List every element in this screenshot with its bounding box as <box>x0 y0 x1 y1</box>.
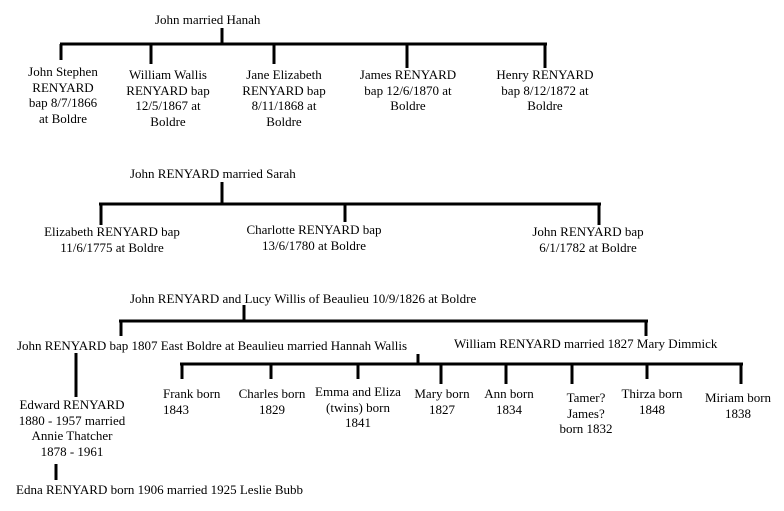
g1-child-2-line-1: William Wallis <box>129 67 207 82</box>
edward-line-4: 1878 - 1961 <box>40 443 104 459</box>
edna-renyard-label: Edna RENYARD born 1906 married 1925 Lesl… <box>16 482 304 497</box>
edward-renyard-node: Edward RENYARD 1880 - 1957 married Annie… <box>6 397 138 459</box>
wc-child-5-line-2: 1834 <box>496 401 522 417</box>
wc-child-8-line-2: 1838 <box>725 405 751 421</box>
wc-child-4: Mary born 1827 <box>409 386 475 417</box>
wc-child-1: Frank born 1843 <box>163 386 220 417</box>
wc-child-6-line-2: James? <box>567 405 605 421</box>
wc-child-5: Ann born 1834 <box>479 386 539 417</box>
edward-line-3: Annie Thatcher <box>31 428 113 443</box>
wc-child-3: Emma and Eliza (twins) born 1841 <box>306 384 410 431</box>
g2-child-3-line-2: 6/1/1782 at Boldre <box>539 239 637 255</box>
wc-child-1-line-1: Frank born <box>163 386 221 401</box>
g1-child-1-line-3: bap 8/7/1866 <box>28 95 98 110</box>
g1-child-4-line-1: James RENYARD <box>359 67 457 82</box>
g1-child-1-line-2: RENYARD <box>32 79 94 95</box>
wc-child-7: Thirza born 1848 <box>612 386 692 417</box>
g1-child-5-line-1: Henry RENYARD <box>496 67 594 82</box>
wc-child-3-line-3: 1841 <box>345 415 371 430</box>
g2-child-2: Charlotte RENYARD bap 13/6/1780 at Boldr… <box>226 222 402 253</box>
g2-child-3-line-1: John RENYARD bap <box>532 224 644 239</box>
g1-child-3-line-4: Boldre <box>266 113 302 129</box>
g1-child-5-line-3: Boldre <box>527 98 563 113</box>
wc-child-4-line-1: Mary born <box>414 386 470 401</box>
g2-child-3: John RENYARD bap 6/1/1782 at Boldre <box>510 224 666 255</box>
g1-child-1: John Stephen RENYARD bap 8/7/1866 at Bol… <box>8 64 118 126</box>
g1-child-4: James RENYARD bap 12/6/1870 at Boldre <box>342 67 474 114</box>
g1-child-2-line-3: 12/5/1867 at <box>135 98 201 113</box>
wc-child-4-line-2: 1827 <box>429 401 455 417</box>
g1-child-2-line-2: RENYARD bap <box>126 82 210 98</box>
wc-child-6: Tamer? James? born 1832 <box>548 390 624 437</box>
wc-child-7-line-2: 1848 <box>639 401 665 417</box>
wc-child-5-line-1: Ann born <box>484 386 534 401</box>
g1-child-2-line-4: Boldre <box>150 113 186 129</box>
g1-child-5-line-2: bap 8/12/1872 at <box>501 82 589 98</box>
wc-child-7-line-1: Thirza born <box>621 386 683 401</box>
wc-child-2-line-2: 1829 <box>259 401 285 417</box>
g2-child-2-line-2: 13/6/1780 at Boldre <box>262 237 366 253</box>
g1-child-1-line-4: at Boldre <box>38 110 87 126</box>
wc-child-8-line-1: Miriam born <box>704 390 772 405</box>
g1-child-2: William Wallis RENYARD bap 12/5/1867 at … <box>112 67 224 129</box>
g1-child-3-line-1: Jane Elizabeth <box>246 67 322 82</box>
g1-child-3: Jane Elizabeth RENYARD bap 8/11/1868 at … <box>229 67 339 129</box>
g1-child-3-line-2: RENYARD bap <box>242 82 326 98</box>
wc-child-3-line-1: Emma and Eliza <box>315 384 401 399</box>
edward-line-1: Edward RENYARD <box>19 397 125 412</box>
g1-child-4-line-2: bap 12/6/1870 at <box>364 82 452 98</box>
g3-son-william-label: William RENYARD married 1827 Mary Dimmic… <box>454 336 718 351</box>
wc-child-8: Miriam born 1838 <box>696 390 780 421</box>
g2-child-1-line-2: 11/6/1775 at Boldre <box>60 239 164 255</box>
wc-child-1-line-2: 1843 <box>163 401 189 417</box>
wc-child-2: Charles born 1829 <box>226 386 318 417</box>
edward-line-2: 1880 - 1957 married <box>18 412 126 428</box>
g2-parents-label: John RENYARD married Sarah <box>130 166 296 181</box>
g1-child-5: Henry RENYARD bap 8/12/1872 at Boldre <box>480 67 610 114</box>
g1-child-1-line-1: John Stephen <box>28 64 98 79</box>
wc-child-6-line-3: born 1832 <box>559 421 613 436</box>
g1-parents-label: John married Hanah <box>155 12 261 27</box>
wc-child-2-line-1: Charles born <box>238 386 306 401</box>
wc-child-3-line-2: (twins) born <box>326 399 390 415</box>
g2-child-2-line-1: Charlotte RENYARD bap <box>246 222 382 237</box>
g1-child-3-line-3: 8/11/1868 at <box>251 98 317 113</box>
wc-child-6-line-1: Tamer? <box>566 390 606 405</box>
g2-child-1-line-1: Elizabeth RENYARD bap <box>44 224 180 239</box>
g2-child-1: Elizabeth RENYARD bap 11/6/1775 at Boldr… <box>28 224 196 255</box>
g3-parents-label: John RENYARD and Lucy Willis of Beaulieu… <box>130 291 477 306</box>
g1-child-4-line-3: Boldre <box>390 98 426 113</box>
g3-son-john-label: John RENYARD bap 1807 East Boldre at Bea… <box>17 338 408 353</box>
